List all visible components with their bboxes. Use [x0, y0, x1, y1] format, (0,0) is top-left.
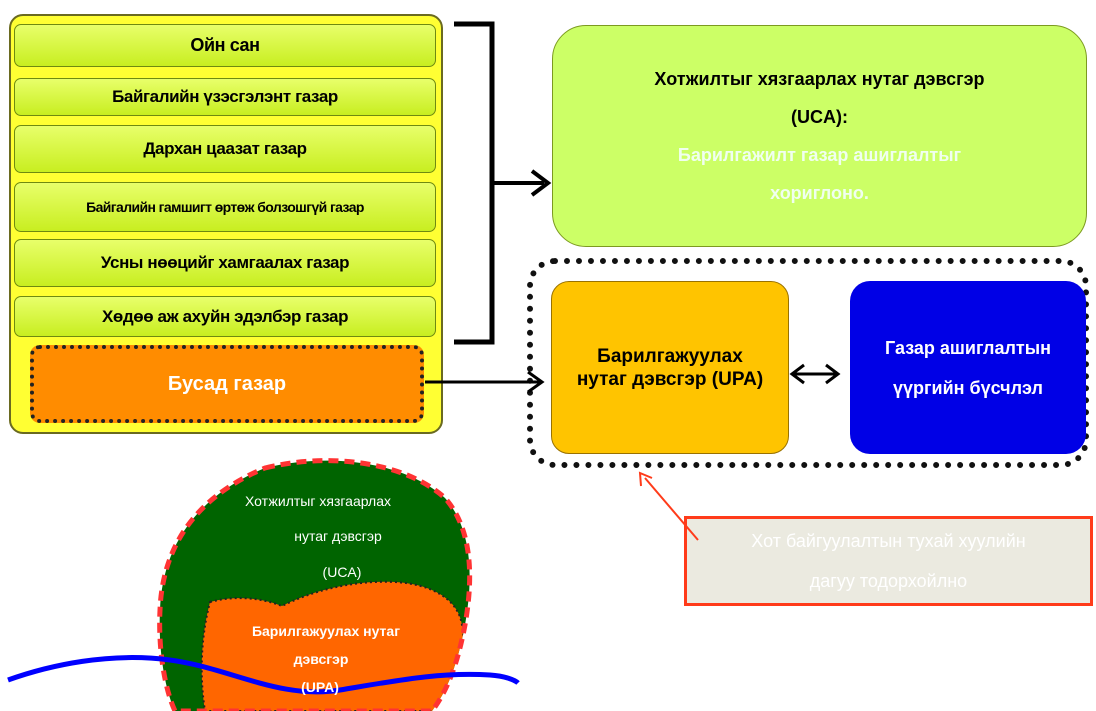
law-arrow-head [638, 471, 653, 487]
uca-desc-line1: Барилгажилт газар ашиглалтыг [677, 145, 962, 165]
map-uca-label-3: (UCA) [323, 564, 362, 580]
uca-title-line2: (UCA): [791, 107, 848, 127]
bracket-line [454, 21, 495, 345]
category-water-protection-area: Усны нөөцийг хамгаалах газар [14, 239, 436, 287]
uca-box: Хотжилтыг хязгаарлах нутаг дэвсгэр (UCA)… [552, 25, 1087, 247]
upa-line2: нутаг дэвсгэр (UPA) [576, 368, 764, 390]
zoning-line2: үүргийн бүсчлэл [892, 377, 1043, 398]
zoning-line1: Газар ашиглалтын [885, 337, 1051, 358]
uca-title-line1: Хотжилтыг хязгаарлах нутаг дэвсгэр [654, 69, 985, 89]
category-agricultural-land: Хөдөө аж ахуйн эдэлбэр газар [14, 296, 436, 337]
category-protected-area: Дархан цаазат газар [14, 125, 436, 173]
uca-desc-line2: хориглоно. [770, 183, 869, 203]
law-line1: Хот байгуулалтын тухай хуулийн [751, 531, 1026, 551]
law-note-box: Хот байгуулалтын тухай хуулийн дагуу тод… [684, 516, 1093, 606]
map-uca-label-1: Хотжилтыг хязгаарлах [245, 493, 391, 509]
arrow-to-uca-head [530, 169, 552, 197]
map-uca-label-2: нутаг дэвсгэр [294, 528, 382, 544]
double-arrow-left-head [789, 363, 805, 385]
other-land-box: Бусад газар [30, 345, 424, 423]
category-scenic-area: Байгалийн үзэсгэлэнт газар [14, 78, 436, 116]
law-arrow [644, 477, 699, 541]
upa-zoning-group [527, 258, 1089, 468]
arrow-to-upa-head [527, 370, 545, 394]
upa-box: Барилгажуулах нутаг дэвсгэр (UPA) [551, 281, 789, 454]
map-upa-label-3: (UPA) [301, 679, 339, 695]
category-disaster-prone-area: Байгалийн гамшигт өртөж болзошгүй газар [14, 182, 436, 232]
double-arrow-right-head [825, 363, 841, 385]
law-line2: дагуу тодорхойлно [809, 571, 968, 591]
map-upa-label-1: Барилгажуулах нутаг [252, 623, 400, 639]
river-line [7, 655, 520, 695]
map-upa-label-2: дэвсгэр [294, 651, 349, 667]
zoning-box: Газар ашиглалтын үүргийн бүсчлэл [850, 281, 1086, 454]
upa-line1: Барилгажуулах [597, 345, 743, 367]
category-forest-fund: Ойн сан [14, 24, 436, 67]
